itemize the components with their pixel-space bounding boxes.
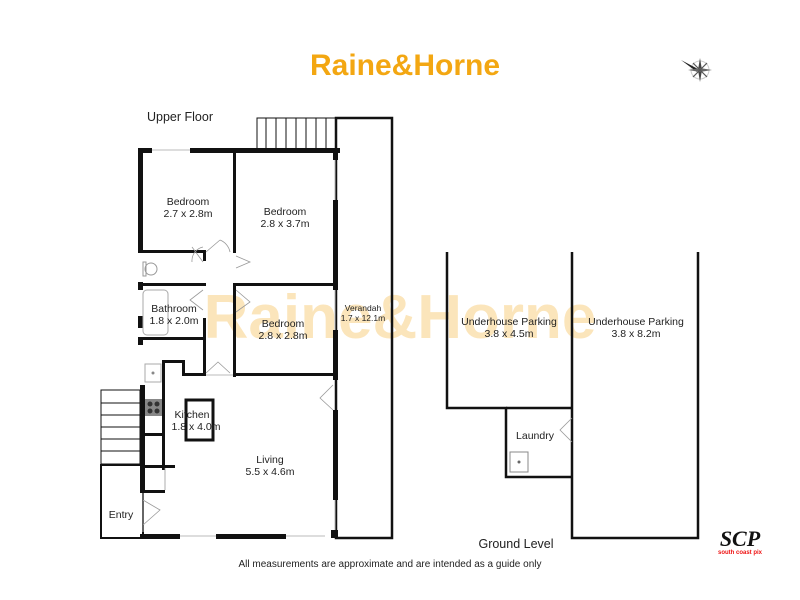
svg-text:south coast pix: south coast pix — [718, 550, 763, 556]
disclaimer: All measurements are approximate and are… — [239, 559, 542, 570]
brand-logo: Raine&Horne — [310, 49, 500, 82]
parking-1-label: Underhouse Parking — [461, 316, 557, 328]
photographer-logo: SCP south coast pix — [718, 526, 763, 556]
bathroom-label: Bathroom — [151, 303, 197, 315]
bedroom-1-size: 2.7 x 2.8m — [163, 208, 212, 220]
kitchen-label: Kitchen — [174, 409, 209, 421]
toilet-icon — [142, 261, 158, 277]
watermark: Raine&Horne — [204, 283, 597, 352]
upper-floor-title: Upper Floor — [147, 110, 213, 124]
kitchen-size: 1.8 x 4.0m — [171, 421, 220, 433]
sink-icon — [144, 363, 162, 383]
parking-2-label: Underhouse Parking — [588, 316, 684, 328]
left-stairs — [100, 389, 141, 465]
bedroom-2-label: Bedroom — [264, 206, 307, 218]
bedroom-1-label: Bedroom — [167, 196, 210, 208]
bedroom-2-size: 2.8 x 3.7m — [260, 218, 309, 230]
bedroom-3-label: Bedroom — [262, 318, 305, 330]
living-label: Living — [256, 454, 284, 466]
parking-2-size: 3.8 x 8.2m — [611, 328, 660, 340]
verandah-size: 1.7 x 12.1m — [341, 313, 385, 323]
living-size: 5.5 x 4.6m — [245, 466, 294, 478]
bedroom-3-size: 2.8 x 2.8m — [258, 330, 307, 342]
ground-level-plan — [445, 252, 700, 540]
entry-label: Entry — [109, 509, 134, 521]
top-stairs — [256, 117, 337, 151]
verandah-label: Verandah — [345, 303, 382, 313]
laundry-tub-icon — [509, 451, 529, 473]
bathroom-size: 1.8 x 2.0m — [149, 315, 198, 327]
svg-text:SCP: SCP — [720, 526, 761, 551]
compass-rose-icon — [681, 58, 712, 82]
ground-level-title: Ground Level — [478, 537, 553, 551]
parking-1-size: 3.8 x 4.5m — [484, 328, 533, 340]
bathtub-icon — [142, 289, 169, 336]
upper-floor-plan — [100, 116, 394, 540]
laundry-label: Laundry — [516, 430, 555, 442]
stove-icon — [145, 399, 162, 416]
